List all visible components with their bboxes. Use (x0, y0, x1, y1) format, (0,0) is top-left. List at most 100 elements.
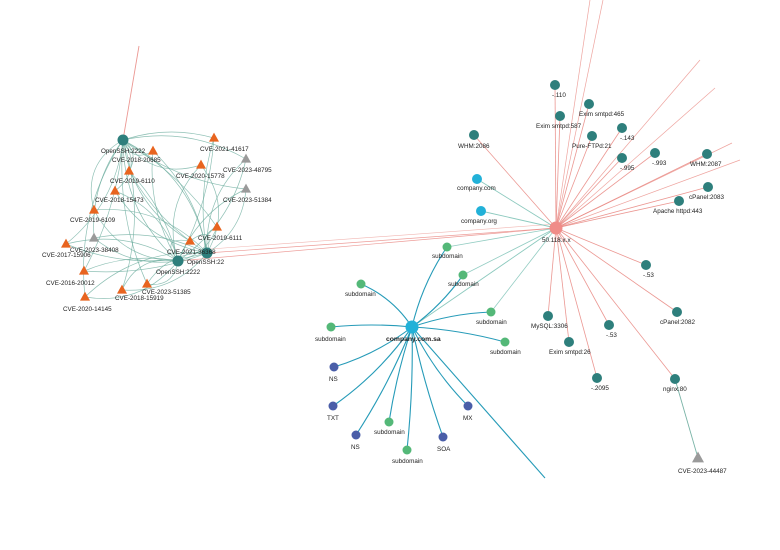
node-ns2[interactable] (351, 430, 361, 440)
edge-layer (65, 0, 741, 479)
cve-node-c2020-15778[interactable] (196, 159, 206, 169)
edge-ip-smtpd465 (555, 103, 590, 229)
node-sub1[interactable] (442, 242, 452, 252)
cve-node-c2020-14145[interactable] (80, 291, 90, 301)
node-apache443[interactable] (674, 196, 684, 206)
node-sub3[interactable] (356, 279, 366, 289)
node-mx[interactable] (463, 401, 473, 411)
label-smtpd587: Exim smtpd:587 (536, 123, 582, 130)
node-sub7[interactable] (384, 417, 394, 427)
node-companycom[interactable] (472, 174, 482, 184)
node-n995[interactable] (617, 153, 627, 163)
cve-node-c2023-38408[interactable] (89, 232, 99, 242)
node-ns1[interactable] (329, 362, 339, 372)
node-smtpd587[interactable] (555, 111, 565, 121)
cve-node-c2019-6109[interactable] (89, 204, 99, 214)
node-sub8[interactable] (402, 445, 412, 455)
cve-node-c2018-15473[interactable] (110, 185, 120, 195)
cve-node-c2023-48795[interactable] (241, 153, 251, 163)
edge-ssh-cve (177, 188, 247, 262)
edge-ip-pureftpd (555, 135, 593, 229)
node-txt[interactable] (328, 401, 338, 411)
edge-ssh-ssh (122, 139, 208, 254)
node-n53b[interactable] (604, 320, 614, 330)
node-n110[interactable] (550, 80, 560, 90)
edge-domain-sub5 (330, 324, 413, 328)
node-sub6[interactable] (500, 337, 510, 347)
node-sub5[interactable] (326, 322, 336, 332)
edge-ssh-cve (83, 139, 124, 272)
cve-node-c2018-15919[interactable] (117, 284, 127, 294)
cve-node-c2021-36368[interactable] (185, 235, 195, 245)
edge-domain-ns2 (355, 326, 413, 436)
node-openssh22[interactable] (201, 247, 213, 259)
edge-ssh-cve (93, 234, 208, 254)
node-sub2[interactable] (458, 270, 468, 280)
node-pureftpd[interactable] (587, 131, 597, 141)
edge-ip-n110 (554, 84, 557, 229)
edge-ssh-cve (114, 190, 208, 254)
node-n993[interactable] (650, 148, 660, 158)
label-domain: company.com.sa (386, 336, 441, 343)
node-n2095[interactable] (592, 373, 602, 383)
cve-node-c2023-51384[interactable] (241, 183, 251, 193)
label-sub7: subdomain (374, 429, 405, 436)
node-soa[interactable] (438, 432, 448, 442)
node-openssh2222a[interactable] (117, 134, 129, 146)
edge-ssh-cve (128, 170, 208, 254)
label-n993: -.993 (652, 160, 667, 167)
edge-ssh-cve (122, 139, 218, 228)
edge-domain-sub7 (388, 326, 413, 423)
label-ip: 50.118.x.x (542, 237, 571, 244)
node-sub4[interactable] (486, 307, 496, 317)
label-c2021-36368: CVE-2021-36368 (167, 249, 216, 256)
cve-node-c2019-6110[interactable] (124, 165, 134, 175)
node-companyorg[interactable] (476, 206, 486, 216)
cve-node-c2021-41617[interactable] (209, 132, 219, 142)
node-nginx[interactable] (670, 374, 680, 384)
label-n143: -.143 (620, 135, 635, 142)
node-whm2087[interactable] (702, 149, 712, 159)
edge-ip-apache443 (555, 200, 680, 229)
label-whm2086: WHM:2086 (458, 143, 490, 150)
cve-node-c2019-6111[interactable] (212, 221, 222, 231)
node-whm2086[interactable] (469, 130, 479, 140)
edge-ssh-cve (122, 139, 247, 190)
edge-ssh-cve (65, 243, 208, 262)
edge-ip-cpanel2082 (555, 227, 678, 313)
label-sub3: subdomain (345, 291, 376, 298)
node-cpanel2082[interactable] (672, 307, 682, 317)
edge-ip-n53b (555, 227, 610, 326)
edge-ip-n995 (555, 157, 623, 229)
cve-node-c2023-44487[interactable] (692, 451, 704, 463)
edge-ssh-cve (83, 139, 124, 298)
cve-node-c2016-20012[interactable] (79, 265, 89, 275)
cve-node-c2017-15906[interactable] (61, 238, 71, 248)
label-openssh2222b: OpenSSH:2222 (156, 269, 201, 276)
node-mysql[interactable] (543, 311, 553, 321)
edge-ip-ray (555, 142, 733, 229)
node-openssh2222b[interactable] (172, 255, 184, 267)
edge-ssh-cve (200, 164, 219, 254)
label-c2019-6109: CVE-2019-6109 (70, 217, 116, 224)
label-sub2: subdomain (448, 281, 479, 288)
node-n143[interactable] (617, 123, 627, 133)
cve-node-c2018-20685[interactable] (148, 145, 158, 155)
node-smtpd465[interactable] (584, 99, 594, 109)
edge-ssh-cve (93, 139, 124, 239)
edge-ssh-cve (121, 139, 135, 291)
node-smtpd26[interactable] (564, 337, 574, 347)
edge-ip-company-com (476, 178, 557, 229)
edge-ssh-ssh (122, 139, 179, 262)
label-apache443: Apache httpd:443 (653, 208, 703, 215)
node-ip[interactable] (549, 221, 563, 235)
edge-ip-sub1 (446, 227, 557, 248)
node-n53a[interactable] (641, 260, 651, 270)
label-ns2: NS (351, 444, 360, 451)
cve-node-c2023-51385[interactable] (142, 278, 152, 288)
edge-ssh-cve (121, 259, 179, 291)
node-domain[interactable] (405, 320, 419, 334)
node-cpanel2083[interactable] (703, 182, 713, 192)
label-c2018-20685: CVE-2018-20685 (112, 157, 161, 164)
